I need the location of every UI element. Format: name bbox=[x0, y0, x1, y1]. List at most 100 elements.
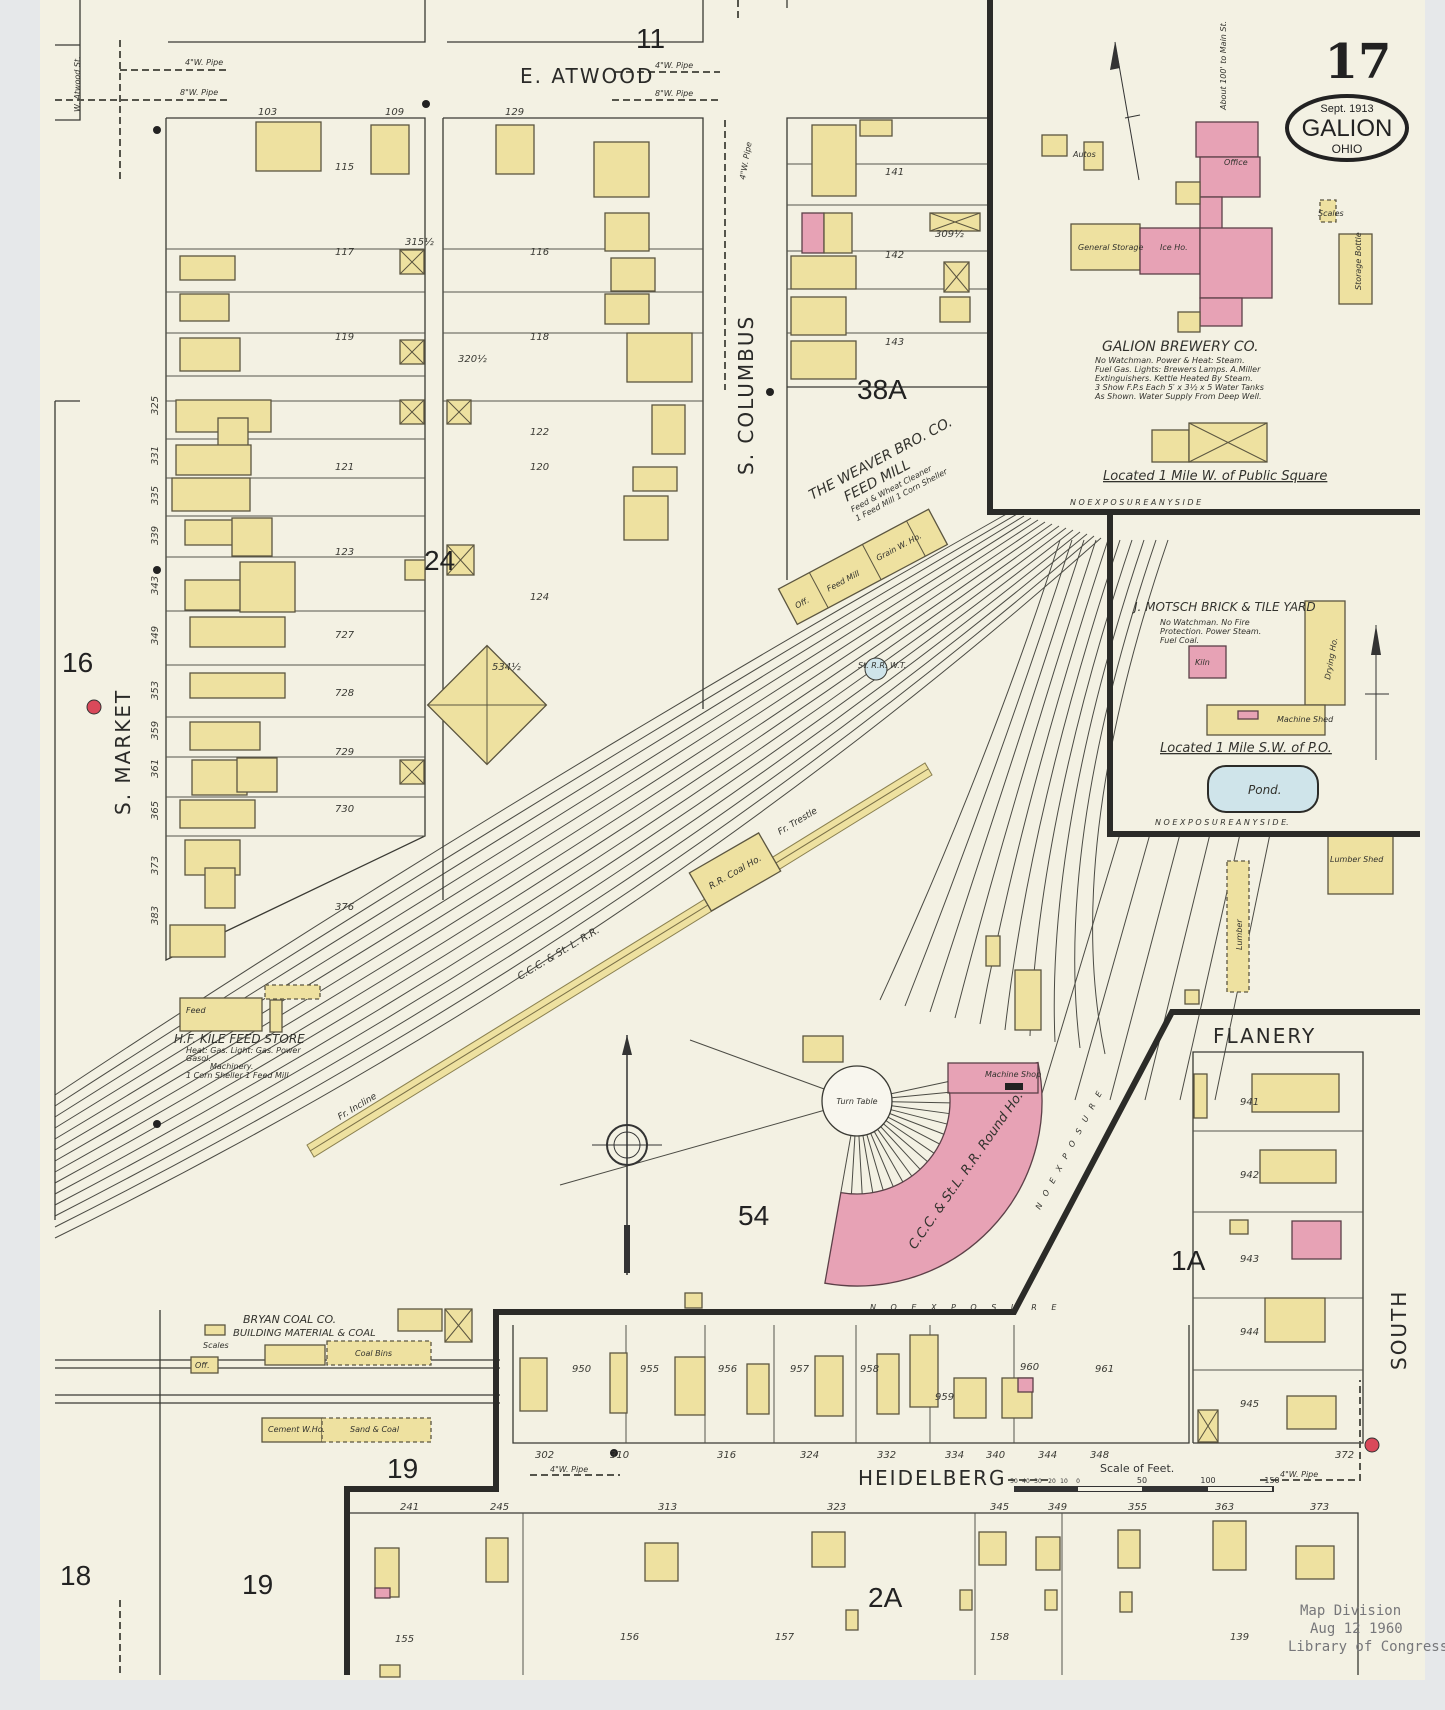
track-spur bbox=[904, 539, 1073, 1007]
adjoining-sheet-54[interactable]: 54 bbox=[738, 1200, 769, 1231]
frame-building bbox=[1264, 1297, 1326, 1343]
frame-building bbox=[179, 337, 241, 372]
turntable-spoke bbox=[889, 1113, 945, 1135]
street-flanery: FLANERY bbox=[1213, 1024, 1316, 1048]
cross-mark bbox=[399, 399, 425, 425]
rr-coal-house bbox=[688, 832, 782, 912]
scale-tick: 10 bbox=[1060, 1478, 1068, 1485]
address-number: 373 bbox=[1310, 1502, 1329, 1513]
frame-building bbox=[1229, 1219, 1249, 1235]
turntable bbox=[821, 1065, 893, 1137]
address-number: 958 bbox=[860, 1364, 879, 1375]
frame-building bbox=[1338, 233, 1373, 305]
adjoining-sheet-38a[interactable]: 38A bbox=[857, 374, 907, 405]
street-e-atwood: E. ATWOOD bbox=[520, 64, 654, 88]
frame-building bbox=[179, 997, 263, 1032]
address-number: 331 bbox=[150, 446, 161, 465]
address-number: 124 bbox=[530, 592, 549, 603]
address-number: 313 bbox=[658, 1502, 677, 1513]
frame-building bbox=[1070, 223, 1141, 271]
track-spur bbox=[1074, 539, 1157, 1049]
frame-building bbox=[811, 124, 857, 197]
track-spur bbox=[1092, 539, 1169, 1055]
adjoining-sheet-18[interactable]: 18 bbox=[60, 1560, 91, 1591]
address-number: 955 bbox=[640, 1364, 659, 1375]
frame-building bbox=[909, 1334, 939, 1408]
pipe-label-7: 4"W. Pipe bbox=[1280, 1470, 1318, 1479]
frame-building bbox=[204, 1324, 226, 1336]
cement-label: Cement W.Ho. bbox=[268, 1425, 325, 1434]
frame-building bbox=[1151, 429, 1190, 463]
frame-building bbox=[845, 1609, 859, 1631]
address-number: 944 bbox=[1240, 1327, 1259, 1338]
frame-building bbox=[814, 1355, 844, 1417]
frame-building bbox=[604, 293, 650, 325]
address-number: 158 bbox=[990, 1632, 1009, 1643]
frame-building bbox=[1251, 1073, 1340, 1113]
cross-mark bbox=[929, 212, 981, 232]
frame-building bbox=[1001, 1377, 1033, 1419]
bryan-name: BRYAN COAL CO. bbox=[243, 1313, 336, 1326]
track bbox=[54, 533, 1088, 1217]
brick-building bbox=[1199, 227, 1273, 299]
address-number: 156 bbox=[620, 1632, 639, 1643]
adjoining-sheet-11[interactable]: 11 bbox=[636, 23, 665, 54]
kile-note-4: 1 Corn Sheller 1 Feed Mill bbox=[186, 1071, 289, 1080]
sheet-boundaries bbox=[344, 0, 1420, 1675]
track-spur bbox=[954, 539, 1097, 1019]
brickyard-inset: J. MOTSCH BRICK & TILE YARD No Watchman.… bbox=[1132, 600, 1389, 827]
cross-mark bbox=[446, 399, 472, 425]
street-s-columbus: S. COLUMBUS bbox=[734, 315, 758, 475]
frame-building bbox=[790, 296, 847, 336]
address-number: 359 bbox=[150, 721, 161, 740]
adjoining-sheet-2a[interactable]: 2A bbox=[868, 1582, 903, 1613]
sheet-city: GALION bbox=[1302, 115, 1393, 142]
brewery-exposure: N O E X P O S U R E A N Y S I D E bbox=[1070, 498, 1202, 507]
brickyard-exposure: N O E X P O S U R E A N Y S I D E. bbox=[1155, 818, 1289, 827]
cross-mark bbox=[399, 339, 425, 365]
address-number: 332 bbox=[877, 1450, 896, 1461]
frame-building bbox=[593, 141, 650, 198]
brick-building bbox=[1139, 227, 1201, 275]
frame-building bbox=[684, 1292, 703, 1309]
address-number: 309½ bbox=[935, 228, 964, 240]
kile-note-1: Heat: Gas. Light: Gas. Power bbox=[186, 1046, 301, 1055]
address-number: 959 bbox=[935, 1392, 954, 1403]
address-number: 334 bbox=[945, 1450, 964, 1461]
frame-building bbox=[1175, 181, 1201, 205]
frame-building bbox=[171, 477, 251, 512]
frame-building bbox=[269, 999, 283, 1033]
adjoining-sheet-1a[interactable]: 1A bbox=[1171, 1245, 1206, 1276]
address-number: 534½ bbox=[492, 661, 521, 673]
track-spur bbox=[1109, 833, 1181, 1101]
adjoining-sheet-19-lower[interactable]: 19 bbox=[242, 1569, 273, 1600]
address-number: 323 bbox=[827, 1502, 846, 1513]
frame-building bbox=[811, 1531, 846, 1568]
address-number: 355 bbox=[1128, 1502, 1147, 1513]
street-south: SOUTH bbox=[1387, 1290, 1411, 1370]
frame-building bbox=[179, 293, 230, 322]
address-number: 363 bbox=[1215, 1502, 1234, 1513]
adjoining-sheet-19[interactable]: 19 bbox=[387, 1453, 418, 1484]
turntable-label: Turn Table bbox=[836, 1097, 877, 1106]
frame-building bbox=[859, 119, 893, 137]
address-number: 727 bbox=[335, 630, 355, 641]
weaver-feed-mill: Off. Feed Mill Grain W. Ho. bbox=[777, 508, 949, 626]
frame-building bbox=[644, 1542, 679, 1582]
frame-building bbox=[632, 466, 678, 492]
address-number: 316 bbox=[717, 1450, 736, 1461]
address-number: 324 bbox=[800, 1450, 819, 1461]
cross-mark bbox=[1188, 422, 1268, 463]
frame-building bbox=[519, 1357, 548, 1412]
address-number: 315½ bbox=[405, 236, 434, 248]
adjoining-sheet-24[interactable]: 24 bbox=[424, 545, 455, 576]
address-number: 345 bbox=[990, 1502, 1009, 1513]
frame-building bbox=[1193, 1073, 1208, 1119]
address-number: 956 bbox=[718, 1364, 737, 1375]
frame-building bbox=[1212, 1520, 1247, 1571]
address-number: 320½ bbox=[458, 353, 487, 365]
brick-building bbox=[1199, 156, 1261, 198]
frame-building bbox=[790, 340, 857, 380]
adjoining-sheet-16[interactable]: 16 bbox=[62, 647, 93, 678]
turntable-spoke bbox=[877, 1128, 913, 1177]
